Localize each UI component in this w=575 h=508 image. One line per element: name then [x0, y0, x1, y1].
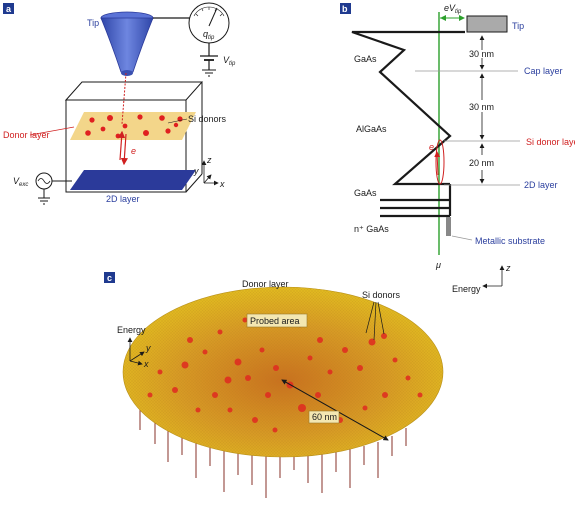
si-donors-label: Si donors: [188, 114, 227, 124]
donor-peaks: [147, 317, 423, 433]
panel-c-tab: [104, 272, 115, 283]
axes-a: z y x: [193, 155, 225, 189]
si-donor-pointers: [365, 301, 385, 341]
mu-label: μ: [435, 260, 441, 270]
tip-apex: [121, 70, 133, 76]
si-donors-label-c: Si donors: [362, 290, 401, 300]
metallic-substrate-label: Metallic substrate: [475, 236, 545, 246]
panel-b-tab: [340, 3, 351, 14]
donor-layer-label-c: Donor layer: [242, 279, 289, 289]
energy-label-c: Energy: [117, 325, 146, 335]
axis-x-label-c: x: [143, 359, 149, 369]
v-tip-label: Vtip: [223, 55, 236, 67]
meter-needle: [208, 7, 218, 27]
donor-layer-label: Donor layer: [3, 130, 50, 140]
axes-c: Energy y x: [117, 325, 151, 369]
tip-label-b: Tip: [512, 21, 524, 31]
probed-area-label: Probed area: [250, 316, 300, 326]
si-donor-layer-label: Si donor layer: [526, 137, 575, 147]
panel-c-letter: c: [107, 273, 112, 283]
algaas-label: AlGaAs: [356, 124, 387, 134]
axes-b: z Energy: [452, 263, 511, 294]
layer-2d-label-b: 2D layer: [524, 180, 558, 190]
energy-label-b: Energy: [452, 284, 481, 294]
electron-down-arrow: [120, 133, 128, 166]
tip-label: Tip: [87, 18, 99, 28]
v-exc-label: Vexc: [13, 176, 28, 188]
gaas-top-label: GaAs: [354, 54, 377, 64]
axis-z-label: z: [206, 155, 212, 165]
panel-a: a Tip qtip Vtip: [3, 2, 236, 205]
gaas-bottom-label: GaAs: [354, 188, 377, 198]
electron-label: e: [131, 146, 136, 156]
electron-up-arrow: [117, 130, 126, 161]
panel-b: b eVtip μ Tip GaAs AlGaAs GaAs n⁺ GaAs C…: [340, 3, 575, 294]
conduction-band-profile: [351, 30, 465, 186]
axis-y-label: y: [193, 166, 199, 176]
metallic-substrate-block: [446, 217, 451, 236]
tip-to-donor-line: [121, 72, 127, 125]
substrate-bands: [380, 198, 450, 218]
dim-20nm: 20 nm: [469, 158, 494, 168]
n-gaas-label: n⁺ GaAs: [354, 224, 389, 234]
dim-30nm-cap: 30 nm: [469, 49, 494, 59]
panel-b-letter: b: [342, 4, 348, 14]
q-tip-label: qtip: [203, 29, 215, 41]
electron-label-b: e: [429, 142, 434, 152]
axis-y-label-c: y: [145, 343, 151, 353]
sample-box: [64, 81, 204, 193]
cap-layer-label: Cap layer: [524, 66, 563, 76]
panel-a-letter: a: [6, 4, 12, 14]
ev-tip-label: eVtip: [444, 3, 462, 15]
panel-c: c: [104, 272, 444, 498]
substrate-pointer: [451, 235, 473, 241]
scale-box: [308, 410, 340, 424]
axis-z-label-b: z: [505, 263, 511, 273]
layer-2d-label: 2D layer: [106, 194, 140, 204]
donor-layer-pointer: [29, 126, 75, 136]
layer-2d-plane: [70, 170, 196, 190]
probed-area-box: [246, 313, 308, 328]
tip-cone: [100, 17, 154, 73]
electron-loop: [435, 139, 445, 185]
tip-block: [466, 15, 508, 33]
panel-a-tab: [3, 3, 14, 14]
dim-30nm-donor: 30 nm: [469, 102, 494, 112]
axis-x-label: x: [219, 179, 225, 189]
scale-label: 60 nm: [312, 412, 337, 422]
